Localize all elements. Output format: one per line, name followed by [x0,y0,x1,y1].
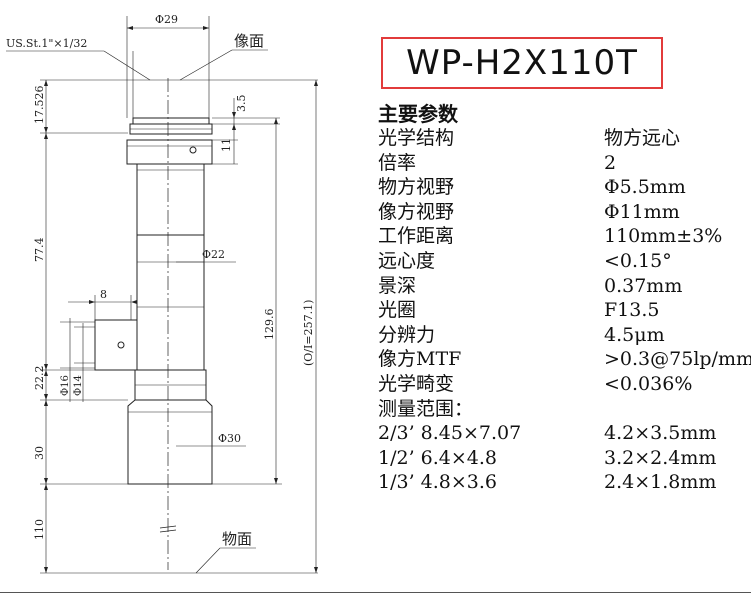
dim-collar-height: 11 [220,138,233,152]
spec-value: Φ5.5mm [604,176,686,199]
range-sensor-size: 1/3’ 4.8×3.6 [378,470,497,495]
spec-row: 远心度 <0.15° [378,249,750,274]
dim-left-seg-1: 17.526 [33,86,46,125]
range-row: 1/3’ 4.8×3.6 2.4×1.8mm [378,470,750,495]
dim-total-body: 129.6 [263,309,276,341]
spec-row: 光学结构 物方远心 [378,126,750,151]
dim-port-outer-diameter: Φ16 [60,375,71,396]
spec-key: 倍率 [378,151,417,174]
spec-value: F13.5 [604,299,660,322]
spec-value: 0.37mm [604,274,683,297]
spec-row: 分辨力 4.5μm [378,323,750,348]
range-size: 6.4×4.8 [420,446,498,469]
spec-row: 光学畸变 <0.036% [378,372,750,397]
spec-key: 景深 [378,274,417,297]
model-box: WP-H2X110T [381,37,663,89]
object-plane-label: 物面 [222,530,252,548]
range-row: 1/2’ 6.4×4.8 3.2×2.4mm [378,446,750,471]
spec-value: 2 [604,151,617,174]
bottom-rule [0,592,751,593]
dim-mid-diameter: Φ22 [202,248,225,261]
spec-key: 像方MTF [378,348,462,371]
spec-row: 物方视野 Φ5.5mm [378,175,750,200]
coaxial-port [94,319,138,371]
spec-row: 倍率 2 [378,151,750,176]
range-sensor-size: 1/2’ 6.4×4.8 [378,446,497,471]
range-sensor-size: 2/3’ 8.45×7.07 [378,421,521,446]
dim-total-conjugate: (O/I=257.1) [302,300,315,366]
spec-value: <0.036% [604,372,693,395]
range-sensor: 1/2’ [378,446,415,469]
dim-left-seg-3: 22.2 [33,366,46,391]
spec-row: 像方MTF >0.3@75lp/mm [378,347,751,372]
spec-key: 光学畸变 [378,372,455,395]
dim-left-seg-4: 30 [33,446,46,460]
lens-middle-tube [136,234,205,371]
spec-row: 景深 0.37mm [378,274,750,299]
spec-key: 分辨力 [378,323,436,346]
range-sensor: 1/3’ [378,471,415,494]
model-number: WP-H2X110T [406,43,638,83]
spec-row: 光圈 F13.5 [378,298,750,323]
lens-drawing: Φ29 US.St.1"×1/32 像面 17.526 77.4 22.2 30… [6,13,318,574]
spec-key: 像方视野 [378,200,455,223]
lens-flange [132,117,210,125]
spec-value: 110mm±3% [604,225,723,248]
dim-port-inner-diameter: Φ14 [73,375,84,396]
spec-key: 工作距离 [378,225,455,248]
range-size: 4.8×3.6 [420,471,498,494]
spec-panel: 主要参数 光学结构 物方远心 倍率 2 物方视野 Φ5.5mm 像方视野 Φ11mm 工… [378,102,751,495]
thread-label: US.St.1"×1/32 [6,37,87,50]
range-field: 2.4×1.8mm [604,471,717,494]
spec-value: >0.3@75lp/mm [604,348,751,371]
spec-key: 远心度 [378,249,436,272]
range-title: 测量范围： [378,397,474,420]
spec-value: Φ11mm [604,200,680,223]
lens-upper-tube [136,163,205,236]
range-field: 4.2×3.5mm [604,422,717,445]
screw-hole [189,146,197,154]
spec-value: 4.5μm [604,323,665,346]
spec-key: 光圈 [378,299,417,322]
range-row: 2/3’ 8.45×7.07 4.2×3.5mm [378,421,750,446]
range-title-row: 测量范围： [378,397,750,422]
range-sensor: 2/3’ [378,422,415,445]
image-plane-label: 像面 [234,32,264,50]
spec-value: <0.15° [604,249,672,272]
range-field: 3.2×2.4mm [604,446,717,469]
dim-front-diameter: Φ30 [218,432,241,445]
spec-row: 工作距离 110mm±3% [378,224,750,249]
spec-title: 主要参数 [378,102,458,126]
lens-collar [126,139,213,165]
dim-left-seg-5: 110 [33,519,46,540]
spec-row: 像方视野 Φ11mm [378,200,750,225]
dim-flange-height: 3.5 [235,95,248,113]
dim-port-offset: 8 [100,288,107,301]
dim-top-diameter: Φ29 [155,13,178,26]
spec-value: 物方远心 [604,127,681,149]
range-size: 8.45×7.07 [420,422,522,445]
spec-key: 物方视野 [378,176,455,199]
dim-left-seg-2: 77.4 [33,238,46,263]
lens-front-barrel [127,399,213,485]
spec-key: 光学结构 [378,127,455,149]
